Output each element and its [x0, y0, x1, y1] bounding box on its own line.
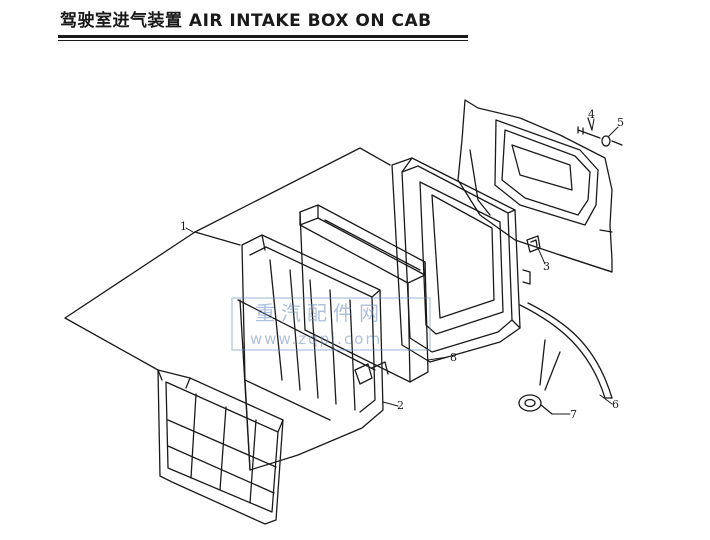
callout-7: 7	[570, 408, 577, 421]
cab-panel	[457, 99, 613, 273]
bolt-part-4	[577, 117, 601, 139]
front-grille	[157, 369, 284, 525]
title-underline-thin	[58, 40, 468, 41]
cap-part-7	[518, 394, 553, 415]
callout-2: 2	[397, 399, 404, 412]
callout-5: 5	[617, 116, 624, 129]
callout-8: 8	[450, 351, 457, 364]
filter-element	[299, 204, 429, 383]
washer-part-5	[601, 135, 623, 147]
callout-1: 1	[180, 220, 187, 233]
assembly-outline-part-1	[64, 147, 391, 371]
watermark-url: www.zqpj.com	[250, 330, 382, 348]
diagram-title: 驾驶室进气装置 AIR INTAKE BOX ON CAB	[60, 11, 432, 31]
title-underline	[58, 35, 468, 38]
housing-part-2	[237, 234, 389, 471]
watermark: 重汽配件网 www.zqpj.com	[231, 297, 431, 351]
frame-part-8	[391, 157, 531, 363]
clip-part-3	[526, 235, 541, 253]
watermark-cn: 重汽配件网	[255, 301, 385, 325]
callout-3: 3	[543, 260, 550, 273]
leader-lines	[185, 118, 619, 415]
callout-6: 6	[612, 398, 619, 411]
callout-labels: 1 2 3 4 5 6 7 8	[180, 108, 624, 421]
hose-part-6	[519, 302, 613, 399]
callout-4: 4	[588, 108, 595, 121]
